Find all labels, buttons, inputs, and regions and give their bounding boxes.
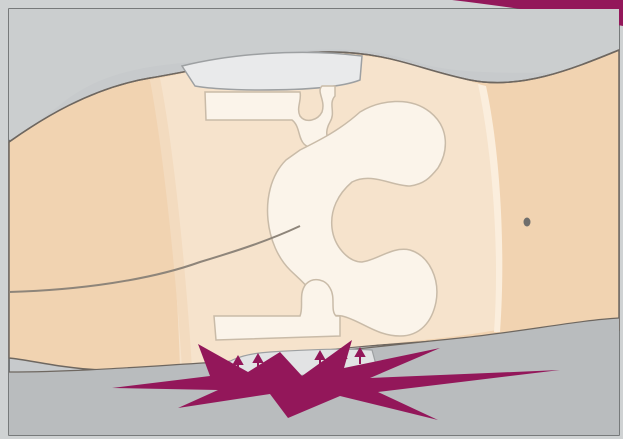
pressure-arrow [314, 349, 326, 367]
pressure-arrow [232, 354, 244, 372]
pelvis-bone [266, 100, 447, 337]
upper-surface [9, 9, 619, 140]
banner-corner [452, 0, 623, 26]
tissue-line [8, 225, 301, 293]
spine-upper [204, 85, 336, 151]
right-band [478, 84, 503, 332]
navel [523, 217, 531, 227]
pressure-burst [112, 340, 560, 420]
upper-bedding-edge [8, 49, 620, 143]
pressure-arrow [336, 348, 348, 366]
pressure-arrows [232, 346, 366, 372]
pressure-arrow [354, 346, 366, 364]
pressure-arrow [274, 351, 286, 369]
spine-lower [213, 278, 341, 341]
top-dressing [180, 51, 363, 91]
pressure-arrow [252, 352, 264, 370]
left-band [150, 78, 192, 368]
